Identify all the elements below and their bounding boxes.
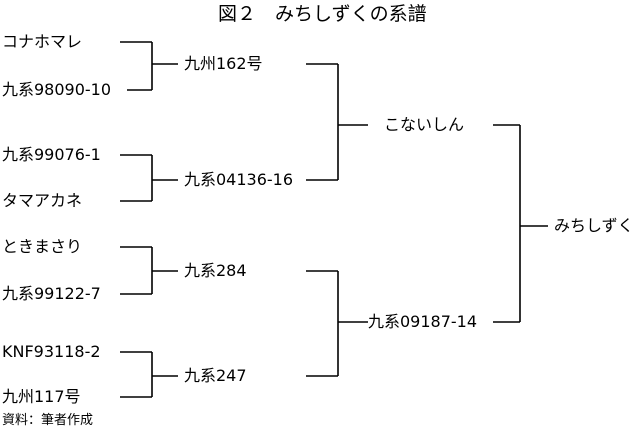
great-grandparent-node: ときまさり xyxy=(2,237,83,256)
great-grandparent-node: 九州117号 xyxy=(2,387,81,406)
parent-node: こないしん xyxy=(384,115,465,134)
grandparent-node: 九系247 xyxy=(184,366,247,385)
grandparent-node: 九系04136-16 xyxy=(184,170,294,189)
page-title: 図２ みちしずくの系譜 xyxy=(218,3,427,25)
child-node: みちしずく xyxy=(554,216,634,235)
grandparent-node: 九州162号 xyxy=(184,54,263,73)
source-note: 資料：筆者作成 xyxy=(2,413,94,428)
great-grandparent-node: 九系99122-7 xyxy=(2,284,101,303)
great-grandparent-node: KNF93118-2 xyxy=(2,342,101,361)
great-grandparent-node: タマアカネ xyxy=(2,191,83,210)
great-grandparent-node: 九系98090-10 xyxy=(2,80,112,99)
parent-node: 九系09187-14 xyxy=(368,312,478,331)
grandparent-node: 九系284 xyxy=(184,261,247,280)
great-grandparent-node: 九系99076-1 xyxy=(2,145,101,164)
great-grandparent-node: コナホマレ xyxy=(2,32,83,51)
